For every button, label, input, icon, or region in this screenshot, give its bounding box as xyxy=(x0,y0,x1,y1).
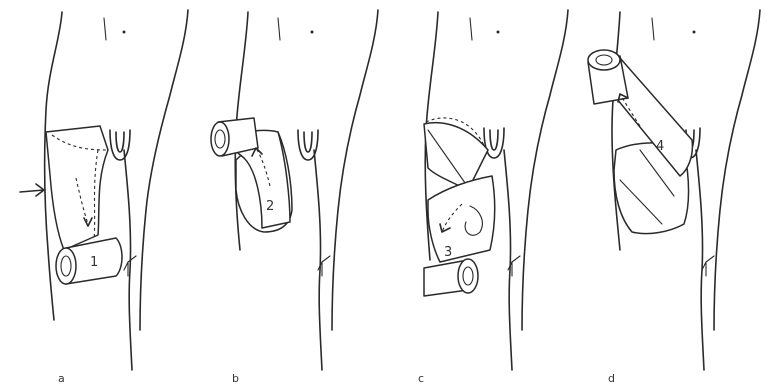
inner-leg-line xyxy=(504,150,512,370)
panel-b: 2 b xyxy=(211,10,378,385)
groin-u-mark xyxy=(110,130,130,160)
bandage-roll-end xyxy=(588,50,620,70)
panel-a: 1 a xyxy=(20,10,188,385)
panel-label-c: c xyxy=(418,372,424,385)
navel-mark xyxy=(652,18,654,40)
step-number-2: 2 xyxy=(266,199,274,214)
navel-mark xyxy=(278,18,280,40)
navel-mark xyxy=(104,18,106,40)
step-number-1: 1 xyxy=(90,255,98,270)
groin-u-mark xyxy=(298,130,318,160)
bandage-wrap xyxy=(46,126,108,250)
inner-leg-line xyxy=(314,150,322,370)
umbilicus-dot xyxy=(311,31,314,34)
bandage-roll-end xyxy=(56,248,76,284)
torso-left-outline xyxy=(612,12,620,250)
panel-label-d: d xyxy=(608,372,615,385)
panel-c: 3 c xyxy=(418,10,568,385)
bandage-roll-end xyxy=(458,259,478,293)
torso-right-outline xyxy=(714,10,760,330)
step-number-3: 3 xyxy=(444,245,452,260)
step-number-4: 4 xyxy=(656,139,664,154)
bandage-roll-end xyxy=(211,122,229,156)
torso-right-outline xyxy=(140,10,188,330)
umbilicus-dot xyxy=(123,31,126,34)
panel-label-a: a xyxy=(58,372,65,385)
knee-mark xyxy=(702,256,714,276)
navel-mark xyxy=(470,18,472,40)
panel-label-b: b xyxy=(232,372,239,385)
pointer-arrow xyxy=(20,184,44,196)
inner-leg-line xyxy=(696,150,704,370)
umbilicus-dot xyxy=(693,31,696,34)
bandage-thigh-spiral xyxy=(428,176,495,262)
torso-right-outline xyxy=(522,10,568,330)
torso-right-outline xyxy=(332,10,378,330)
umbilicus-dot xyxy=(497,31,500,34)
panel-d: 4 d xyxy=(588,10,760,385)
